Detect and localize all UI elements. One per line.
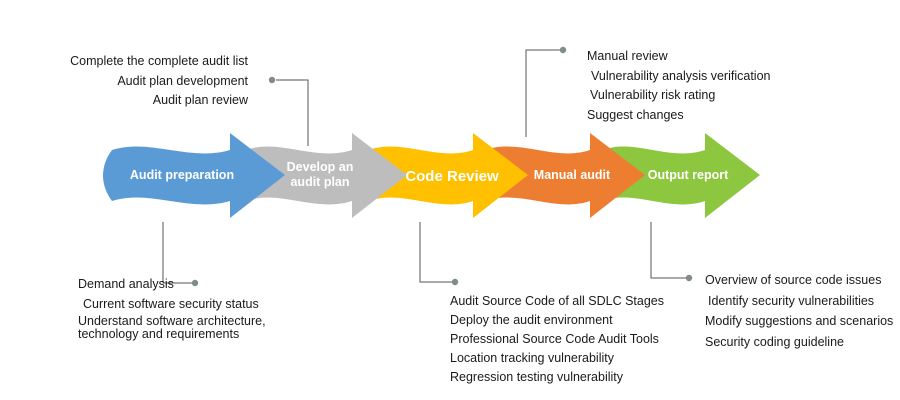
- note-manual-line: Vulnerability risk rating: [590, 88, 716, 102]
- note-output-line: Security coding guideline: [705, 334, 844, 349]
- note-output-line: Overview of source code issues: [705, 273, 882, 287]
- note-code-line: Professional Source Code Audit Tools: [450, 332, 659, 346]
- arrow-audit-preparation: [103, 133, 285, 218]
- note-plan: Complete the complete audit list Audit p…: [70, 52, 248, 111]
- stage-label-audit-preparation: Audit preparation: [130, 168, 234, 182]
- note-manual-line: Vulnerability analysis verification: [591, 68, 771, 83]
- connector-plan: [276, 79, 309, 146]
- stage-label-output-report: Output report: [648, 168, 729, 182]
- note-prep: Demand analysis Current software securit…: [78, 276, 266, 343]
- stage-label-manual-audit: Manual audit: [534, 168, 611, 182]
- connector-code: [419, 222, 452, 283]
- dot-plan: [268, 76, 276, 84]
- note-code: Audit Source Code of all SDLC Stages Dep…: [450, 292, 664, 387]
- note-prep-line: Current software security status: [83, 297, 259, 311]
- connector-prep: [162, 222, 192, 284]
- note-output: Overview of source code issues Identify …: [705, 270, 893, 352]
- connectors: [162, 49, 686, 284]
- dot-manual: [559, 46, 567, 54]
- arrow-manual-audit: [485, 133, 645, 218]
- note-prep-line: Understand software architecture,: [78, 314, 266, 328]
- stage-label-code-review: Code Review: [405, 168, 499, 185]
- note-code-line: Location tracking vulnerability: [450, 351, 614, 365]
- note-manual-line: Suggest changes: [587, 107, 684, 122]
- note-code-line: Deploy the audit environment: [450, 313, 613, 327]
- arrow-develop-plan: [246, 133, 407, 218]
- note-prep-line: Demand analysis: [78, 277, 174, 291]
- note-plan-line: Complete the complete audit list: [70, 54, 248, 68]
- note-output-line: Modify suggestions and scenarios: [705, 314, 894, 328]
- dot-prep: [191, 279, 199, 287]
- note-output-line: Identify security vulnerabilities: [708, 293, 875, 308]
- connector-output: [650, 222, 686, 279]
- connector-dots: [191, 46, 693, 287]
- note-code-line: Regression testing vulnerability: [450, 370, 624, 384]
- note-prep-line: technology and requirements: [78, 327, 240, 341]
- note-plan-line: Audit plan review: [152, 93, 248, 107]
- dot-code: [451, 278, 459, 286]
- note-code-line: Audit Source Code of all SDLC Stages: [450, 294, 665, 308]
- note-manual-line: Manual review: [587, 49, 668, 63]
- connector-manual: [525, 49, 560, 137]
- note-manual: Manual review Vulnerability analysis ver…: [587, 47, 770, 125]
- stage-label-develop-plan-line1: Develop an: [287, 160, 354, 174]
- stage-label-develop-plan-line2: audit plan: [290, 175, 349, 189]
- arrow-output-report: [603, 133, 760, 218]
- dot-output: [685, 274, 693, 282]
- arrow-code-review: [368, 133, 528, 218]
- note-plan-line: Audit plan development: [117, 73, 248, 88]
